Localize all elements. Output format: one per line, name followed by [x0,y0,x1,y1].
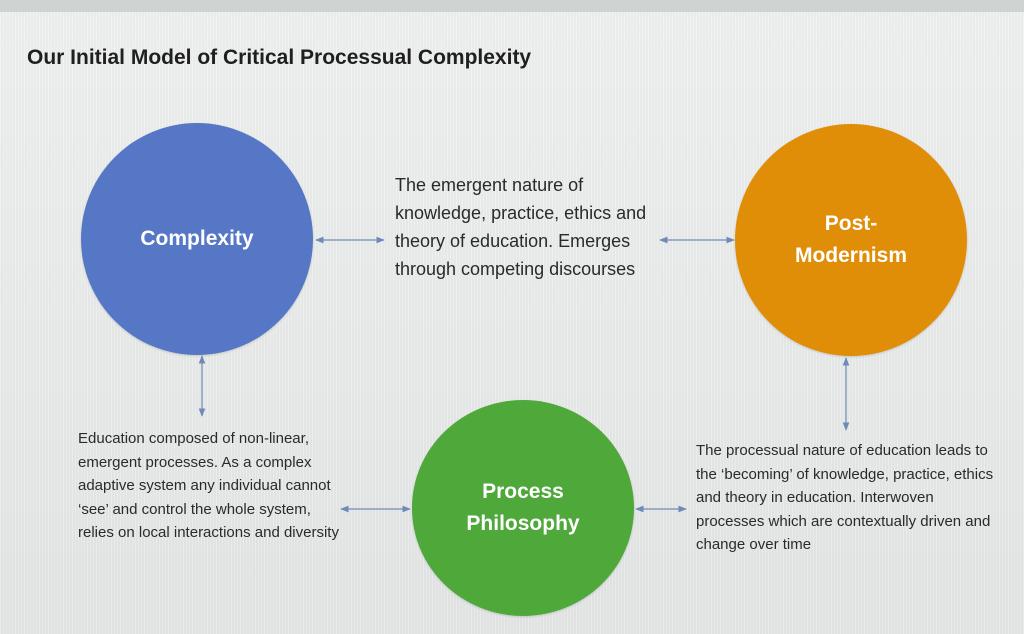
center-description: The emergent nature of knowledge, practi… [395,175,647,279]
top-strip [0,0,1024,12]
post-modernism-label: Post- Modernism [794,212,907,267]
complexity-node: Complexity [81,123,313,355]
right-description: The processual nature of education leads… [696,442,994,553]
process-philosophy-node: Process Philosophy [412,400,634,616]
left-description: Education composed of non-linear, emerge… [78,430,339,541]
complexity-label: Complexity [140,227,254,250]
post-modernism-node: Post- Modernism [735,124,967,356]
page-title: Our Initial Model of Critical Processual… [27,46,532,69]
process-philosophy-label: Process Philosophy [466,480,580,535]
